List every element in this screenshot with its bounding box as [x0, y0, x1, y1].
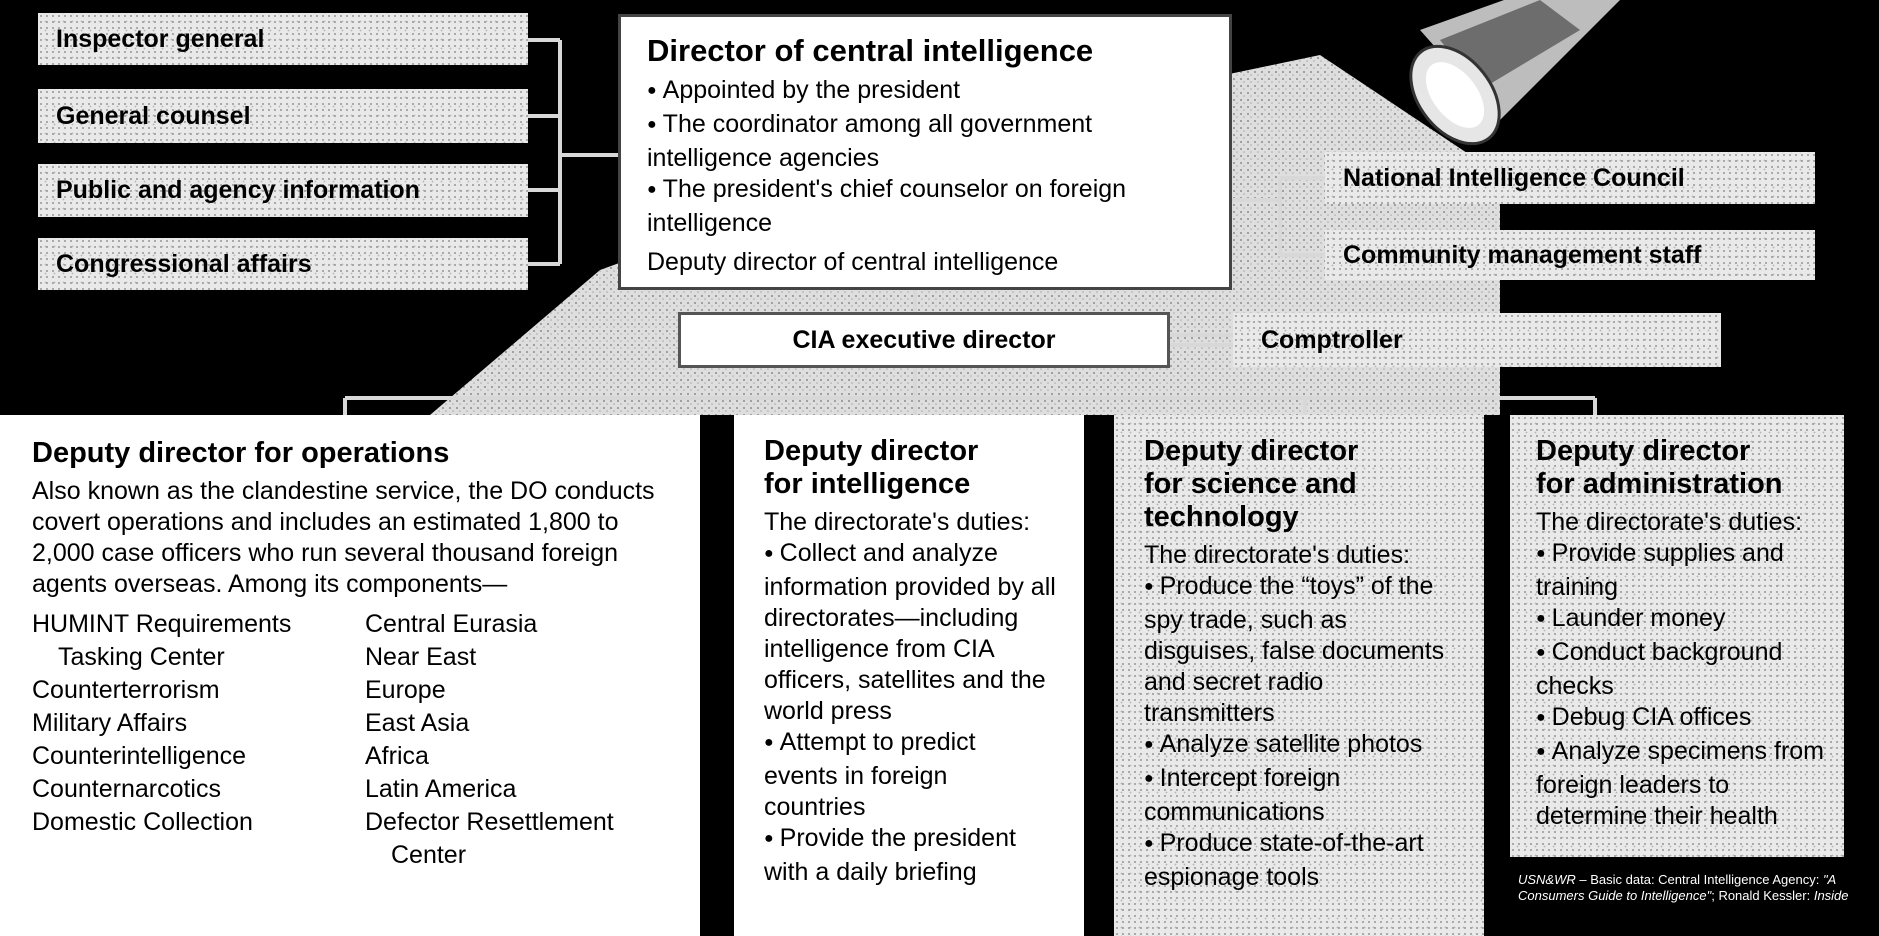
intelligence-duty: Provide the president with a daily brief… — [764, 823, 1064, 888]
intelligence-duty: Attempt to predict events in foreign cou… — [764, 727, 1054, 823]
dci-bullet: The coordinator among all government int… — [647, 109, 1187, 174]
component-item: Military Affairs — [32, 709, 188, 737]
science-title-2: for science and — [1144, 468, 1357, 500]
science-duty: Produce state-of-the-art espionage tools — [1144, 828, 1444, 893]
science-duties-intro: The directorate's duties: — [1144, 541, 1411, 569]
administration-duty: Provide supplies and training — [1536, 538, 1826, 603]
component-item: Counterterrorism — [32, 676, 220, 704]
intelligence-title-1: Deputy director — [764, 435, 979, 467]
component-item: Counternarcotics — [32, 775, 221, 803]
general-counsel-label: General counsel — [56, 101, 251, 130]
comptroller-label: Comptroller — [1261, 325, 1403, 354]
administration-title-2: for administration — [1536, 468, 1783, 500]
spotlight-lamp-icon — [1409, 0, 1620, 146]
community-management-staff-box: Community management staff — [1325, 230, 1815, 280]
credit-ref1: "A Consumers Guide to Intelligence" — [1518, 872, 1836, 903]
national-intelligence-council-box: National Intelligence Council — [1325, 152, 1815, 204]
connector-lines — [343, 38, 1597, 415]
dci-bullet: Appointed by the president — [647, 75, 1229, 109]
community-management-staff-label: Community management staff — [1343, 240, 1702, 269]
component-item: HUMINT Requirements — [32, 610, 292, 638]
intelligence-duties-intro: The directorate's duties: — [764, 508, 1031, 536]
component-item: Africa — [365, 742, 429, 770]
science-duty: Produce the “toys” of the spy trade, suc… — [1144, 571, 1454, 729]
administration-duties-intro: The directorate's duties: — [1536, 508, 1803, 536]
science-title-3: technology — [1144, 501, 1299, 533]
intelligence-box: Deputy director for intelligence The dir… — [734, 415, 1084, 936]
deputy-dci-label: Deputy director of central intelligence — [647, 248, 1059, 276]
component-item: Counterintelligence — [32, 742, 247, 770]
science-duty: Intercept foreign communications — [1144, 763, 1444, 828]
credit-text: – Basic data: Central Intelligence Agenc… — [1575, 872, 1823, 887]
operations-components: HUMINT Requirements Tasking Center Count… — [32, 608, 700, 872]
science-box: Deputy director for science and technolo… — [1114, 415, 1484, 936]
component-item: Defector Resettlement — [365, 808, 614, 836]
public-agency-information-box: Public and agency information — [38, 164, 528, 217]
intelligence-duty: Collect and analyze information provided… — [764, 538, 1064, 727]
component-item: Domestic Collection — [32, 808, 253, 836]
administration-title-1: Deputy director — [1536, 435, 1751, 467]
science-duty: Analyze satellite photos — [1144, 729, 1444, 763]
inspector-general-label: Inspector general — [56, 24, 265, 53]
science-title-1: Deputy director — [1144, 435, 1359, 467]
intelligence-title-2: for intelligence — [764, 468, 971, 500]
congressional-affairs-label: Congressional affairs — [56, 249, 312, 278]
component-item: Tasking Center — [58, 643, 225, 671]
credit-text2: ; Ronald Kessler: — [1711, 888, 1814, 903]
inspector-general-box: Inspector general — [38, 13, 528, 65]
dci-box: Director of central intelligence Appoint… — [618, 14, 1232, 290]
dci-title: Director of central intelligence — [647, 33, 1094, 68]
administration-duty: Conduct background checks — [1536, 637, 1826, 702]
general-counsel-box: General counsel — [38, 89, 528, 143]
administration-duty: Launder money — [1536, 603, 1844, 637]
administration-duty: Debug CIA offices — [1536, 702, 1844, 736]
operations-box: Deputy director for operations Also know… — [0, 415, 700, 936]
component-item: Europe — [365, 676, 446, 704]
dci-bullet: The president's chief counselor on forei… — [647, 174, 1207, 239]
component-item: Central Eurasia — [365, 610, 538, 638]
credit-source: USN&WR — [1518, 872, 1576, 887]
component-item: East Asia — [365, 709, 470, 737]
comptroller-box: Comptroller — [1233, 313, 1721, 367]
public-agency-information-label: Public and agency information — [56, 176, 420, 204]
source-credit: USN&WR – Basic data: Central Intelligenc… — [1518, 872, 1858, 904]
congressional-affairs-box: Congressional affairs — [38, 238, 528, 290]
administration-duty: Analyze specimens from foreign leaders t… — [1536, 736, 1826, 832]
component-item: Center — [391, 841, 467, 869]
credit-ref2: Inside — [1813, 888, 1849, 903]
component-item: Near East — [365, 643, 477, 671]
operations-title: Deputy director for operations — [32, 437, 450, 469]
executive-director-box: CIA executive director — [678, 312, 1170, 368]
national-intelligence-council-label: National Intelligence Council — [1343, 163, 1685, 192]
administration-box: Deputy director for administration The d… — [1510, 415, 1844, 857]
component-item: Latin America — [365, 775, 517, 803]
executive-director-label: CIA executive director — [792, 325, 1056, 354]
operations-description: Also known as the clandestine service, t… — [32, 477, 655, 598]
